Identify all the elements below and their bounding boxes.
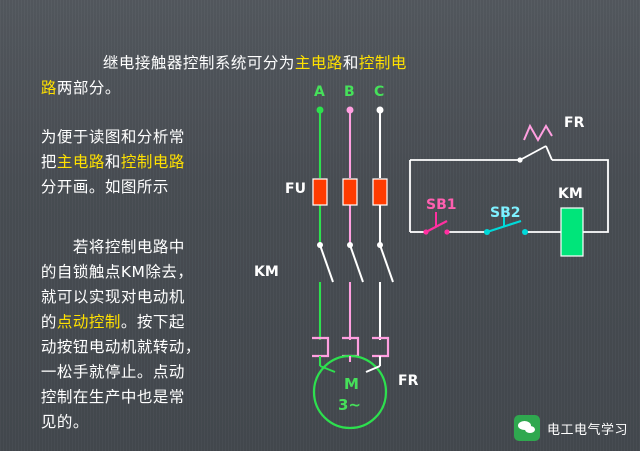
para1-seg-5: 两部分。 [56,79,121,97]
sb1-node-right [444,229,450,235]
para3-seg-7: 一松手就停止。点动 [40,363,185,381]
label-sb1: SB1 [426,197,457,213]
phase-a-terminal [316,106,324,114]
para3-seg-9: 见的。 [40,413,89,431]
para1-seg-3: 控制电 [358,54,407,72]
watermark-text: 电工电气学习 [546,422,628,438]
motor-symbol [312,354,388,430]
paragraph-3-line-2: 的自锁触点KM除去， [30,235,193,285]
paragraph-3-line-3: 就可以实现对电动机 [30,260,185,310]
km-contact-a-blade [319,244,334,283]
para1-seg-1: 主电路 [294,54,343,72]
para2-seg-0: 为便于读图和分析常 [40,128,185,146]
phase-b-terminal [346,106,354,114]
km-contact-c-blade [379,244,394,283]
paragraph-2-line-2: 把主电路和控制电路 [30,125,185,175]
km-coil [560,207,584,257]
sb2-node-right [522,229,528,235]
fr-contact-symbol [523,123,553,143]
para3-seg-0: 若将控制电路中 [40,238,185,256]
motor-wire-c [365,365,381,373]
fuse-a [312,178,328,206]
para2-seg-5: 分开画。如图所示 [40,178,169,196]
label-km-main: KM [254,264,279,280]
phase-c-branch [376,106,384,340]
paragraph-2: 为便于读图和分析常 [30,100,185,150]
paragraph-3-line-8: 见的。 [30,385,89,435]
fr-contact-lead [545,145,553,161]
phase-b-branch [346,106,354,340]
para3-seg-2: 就可以实现对电动机 [40,288,185,306]
paragraph-1: 继电接触器控制系统可分为主电路和控制电 [60,26,407,76]
para1-seg-0: 继电接触器控制系统可分为 [70,54,295,72]
fr-contact-node-left [517,157,523,163]
para3-seg-4: 点动控制 [56,313,121,331]
fr-heater-c [372,336,390,358]
para2-seg-2: 主电路 [56,153,105,171]
para2-seg-1: 把 [40,153,57,171]
label-km-coil: KM [558,186,583,202]
fr-heater-group [312,336,390,358]
fr-contact-blade [519,145,547,161]
para3-seg-8: 控制在生产中也是常 [40,388,185,406]
motor-wire-a [319,365,336,373]
km-contact-b-blade [349,244,364,283]
label-phase-a: A [314,84,325,100]
phase-a-branch [316,106,324,340]
para3-seg-1: 的自锁触点KM除去， [40,263,194,281]
label-phase-b: B [344,84,355,100]
watermark: 电工电气学习 [513,415,628,441]
label-fr-motor: FR [398,373,419,389]
label-sb2: SB2 [490,205,521,221]
para2-seg-3: 和 [104,153,121,171]
label-fu: FU [285,181,306,197]
paragraph-3-line-4: 的点动控制。按下起 [30,285,185,335]
paragraph-3-line-7: 控制在生产中也是常 [30,360,185,410]
para3-seg-3: 的 [40,313,57,331]
paragraph-3-line-6: 一松手就停止。点动 [30,335,185,385]
km-main-contacts [317,242,394,283]
fuse-b [342,178,358,206]
wechat-logo-icon [513,415,540,441]
paragraph-3: 若将控制电路中 [30,210,185,260]
sb1-stop-button[interactable] [423,212,450,235]
control-right-loop [570,159,609,233]
fr-heater-b [342,336,360,358]
fuse-c [372,178,388,206]
para1-seg-2: 和 [342,54,359,72]
sb2-blade [486,219,522,234]
fuse-group-fu [312,178,388,206]
label-fr-contact: FR [564,115,585,131]
label-phase-c: C [374,84,385,100]
label-motor-phase: 3~ [338,396,362,414]
para3-seg-5: 。按下起 [120,313,185,331]
label-motor-m: M [344,375,359,393]
phase-c-terminal [376,106,384,114]
km-coil-body [560,207,584,257]
paragraph-1-line-2: 路两部分。 [30,51,121,101]
paragraph-3-line-5: 动按钮电动机就转动， [30,310,201,360]
para3-seg-6: 动按钮电动机就转动， [40,338,201,356]
fr-heater-a [312,336,330,358]
para1-seg-4: 路 [40,79,57,97]
fr-contact [517,123,553,163]
sb2-start-button[interactable] [484,214,528,235]
para2-seg-4: 控制电路 [120,153,185,171]
paragraph-2-line-3: 分开画。如图所示 [30,150,169,200]
